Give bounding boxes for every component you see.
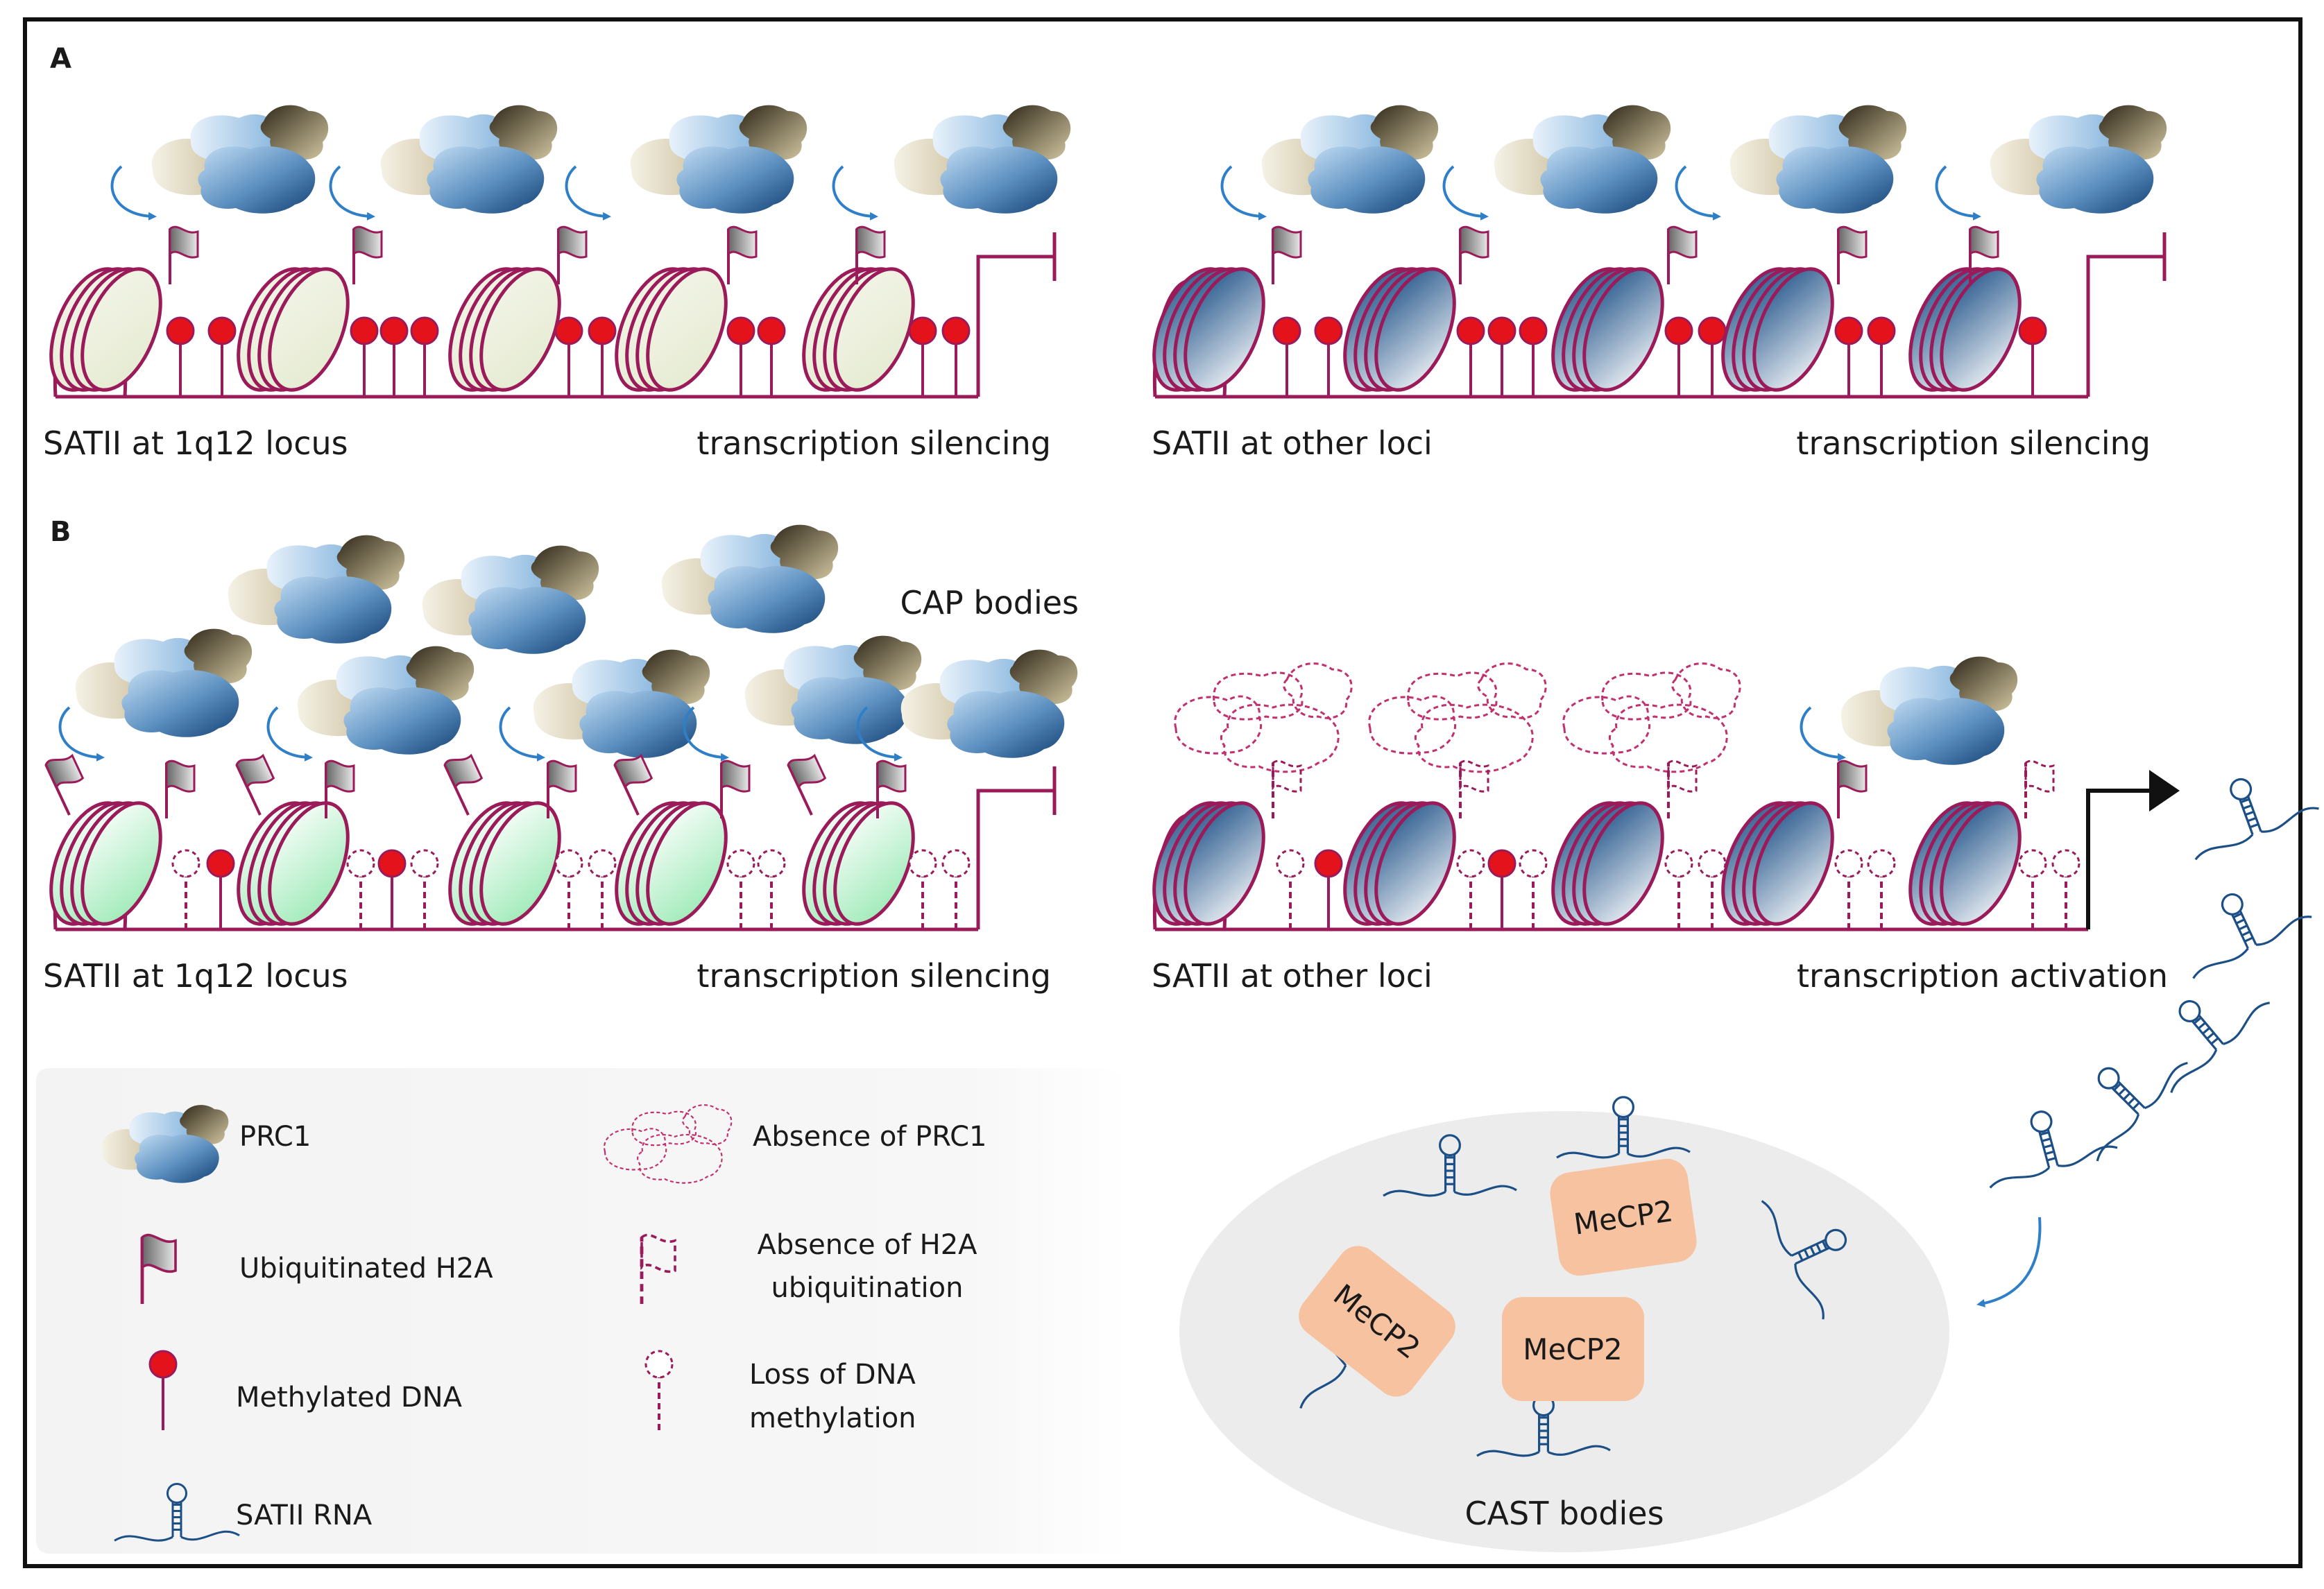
mecp2-protein: MeCP2	[1299, 1246, 1455, 1397]
legend-ub-h2a-label: Ubiquitinated H2A	[239, 1253, 493, 1285]
panel-b: B CAP bodies	[35, 516, 2322, 1307]
legend: PRC1 Ubiquitinated H2A Methylated DNA SA…	[36, 1068, 1131, 1554]
panel-a-left-outcome: transcription silencing	[697, 424, 1051, 462]
legend-box	[36, 1068, 1131, 1554]
legend-loss-dna-line2: methylation	[749, 1402, 916, 1434]
repressed-promoter-symbol	[2086, 232, 2167, 397]
panel-a-letter: A	[50, 43, 71, 75]
panel-a-left-label: SATII at 1q12 locus	[43, 424, 348, 462]
panel-a-right-label: SATII at other loci	[1152, 424, 1433, 462]
legend-prc1-label: PRC1	[239, 1121, 311, 1153]
panel-b-right-label: SATII at other loci	[1152, 957, 1433, 995]
cast-bodies-label: CAST bodies	[1464, 1495, 1664, 1532]
panel-a-right-chromatin	[1138, 105, 2167, 402]
active-promoter-arrow	[2086, 789, 2154, 929]
panel-a-left-chromatin	[35, 105, 1071, 402]
mecp2-label: MeCP2	[1523, 1332, 1622, 1366]
panel-b-letter: B	[50, 516, 71, 548]
panel-a-right-outcome: transcription silencing	[1796, 424, 2151, 462]
cap-bodies-label: CAP bodies	[900, 584, 1079, 621]
panel-b-right-chromatin	[1138, 656, 2180, 936]
panel-b-left-label: SATII at 1q12 locus	[43, 957, 348, 995]
active-promoter-arrowhead	[2149, 770, 2180, 811]
panel-a: A	[35, 43, 2167, 462]
cast-bodies: MeCP2 MeCP2 MeCP2 CAST bodies	[1179, 1096, 1949, 1552]
legend-absence-h2a-line1: Absence of H2A	[757, 1229, 977, 1261]
mecp2-protein: MeCP2	[1502, 1297, 1644, 1401]
legend-absence-prc1-label: Absence of PRC1	[753, 1121, 986, 1153]
legend-satii-rna-label: SATII RNA	[236, 1500, 373, 1531]
mecp2-protein: MeCP2	[1550, 1158, 1697, 1276]
legend-absence-h2a-line2: ubiquitination	[771, 1272, 964, 1304]
repressed-promoter-symbol	[976, 232, 1057, 397]
panel-b-left-chromatin	[35, 524, 1078, 936]
repressed-promoter-symbol	[976, 766, 1057, 929]
legend-methylated-dna-label: Methylated DNA	[236, 1382, 463, 1414]
panel-b-right-outcome: transcription activation	[1797, 957, 2168, 995]
rna-to-cast-arrow	[1976, 1217, 2042, 1307]
panel-b-left-outcome: transcription silencing	[697, 957, 1051, 995]
legend-loss-dna-line1: Loss of DNA	[749, 1359, 916, 1391]
